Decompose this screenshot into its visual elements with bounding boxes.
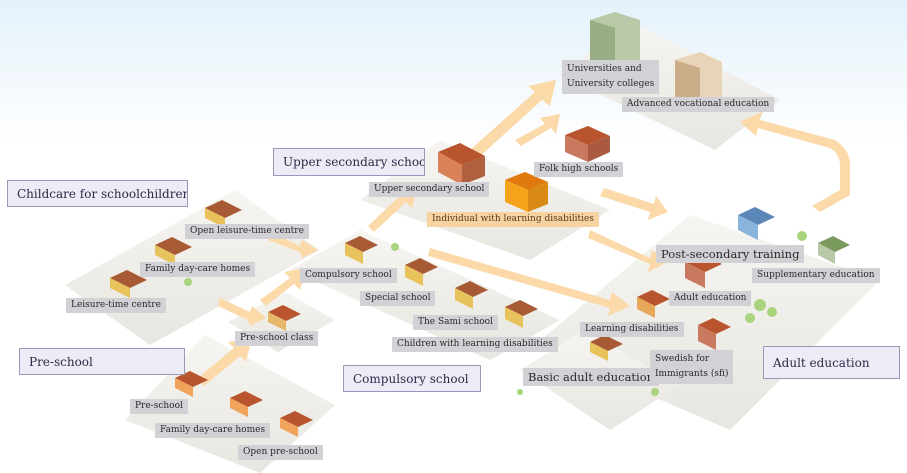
arrow-compulsory-to-adult (428, 248, 630, 316)
label-folk-high-schools: Folk high schools (534, 162, 624, 177)
upper-secondary-building-icon (438, 143, 485, 185)
pathway-arrows (198, 80, 850, 386)
preschool-buildings-icon (175, 371, 313, 437)
label-basic-adult-education: Basic adult education (523, 368, 660, 386)
individual-learning-disabilities-building-icon (505, 172, 548, 212)
folk-high-school-building-icon (565, 126, 610, 162)
label-children-learning-disabilities: Children with learning disabilities (392, 337, 558, 352)
label-swedish-for-immigrants: Swedish for Immigrants (sfi) (650, 350, 734, 384)
section-upper-secondary: Upper secondary school (273, 148, 425, 176)
section-compulsory: Compulsory school (343, 365, 481, 392)
section-adult-education: Adult education (763, 346, 900, 379)
label-open-pre-school: Open pre-school (238, 445, 323, 460)
label-universities: Universities and University colleges (562, 60, 660, 94)
section-childcare: Childcare for schoolchildren (7, 180, 188, 207)
preschool-class-building-icon (268, 305, 301, 331)
label-post-secondary-training: Post-secondary training (656, 245, 805, 263)
arrow-adult-to-upper (600, 188, 668, 220)
label-adult-education: Adult education (669, 291, 752, 306)
arrow-class-to-compulsory (260, 268, 306, 306)
adult-education-buildings-icon (590, 207, 850, 361)
compulsory-school-buildings-icon (345, 236, 538, 328)
label-individual-learning-disabilities: Individual with learning disabilities (427, 212, 599, 227)
label-supplementary-education: Supplementary education (752, 268, 880, 283)
label-pre-school: Pre-school (130, 399, 188, 414)
arrow-adult-to-university (740, 112, 850, 212)
label-leisure-time-centre: Leisure-time centre (66, 298, 166, 313)
arrow-folk-to-university (515, 114, 560, 146)
label-family-day-care-homes-childcare: Family day-care homes (140, 262, 256, 277)
arrow-preschool-to-class (198, 338, 252, 386)
label-upper-secondary-school: Upper secondary school (369, 182, 490, 197)
label-sami-school: The Sami school (413, 315, 498, 330)
arrow-childcare-link-1 (218, 298, 266, 326)
label-pre-school-class: Pre-school class (235, 331, 319, 346)
arrow-upper-to-adult (588, 230, 668, 272)
childcare-buildings-icon (110, 200, 242, 298)
label-open-leisure-time-centre: Open leisure-time centre (185, 224, 309, 239)
label-special-school: Special school (360, 291, 436, 306)
label-learning-disabilities: Learning disabilities (580, 322, 684, 337)
label-family-day-care-homes-preschool: Family day-care homes (155, 423, 271, 438)
label-advanced-vocational: Advanced vocational education (622, 97, 775, 112)
section-preschool: Pre-school (19, 348, 185, 375)
arrow-upper-to-university (470, 80, 556, 158)
label-compulsory-school: Compulsory school (300, 268, 397, 283)
